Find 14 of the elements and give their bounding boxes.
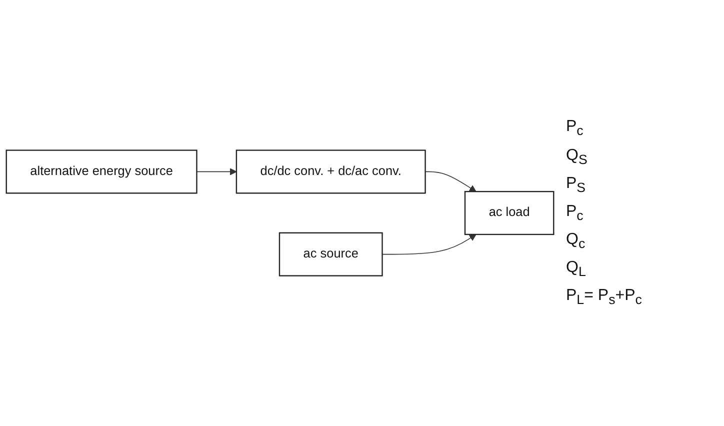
arrow [382,234,476,255]
node-box: alternative energy source [6,150,198,194]
node-box: dc/dc conv. + dc/ac conv. [236,150,426,194]
flow-quantity-label: P$_{S}$ [566,174,587,195]
flow-quantity-label: P$_{c}$ [566,118,584,139]
flow-quantity-label: Q$_{c}$ [566,231,586,252]
arrow [196,168,237,176]
flow-quantity-label: Q$_{L}$ [566,259,587,280]
arrow [424,171,476,192]
flow-quantity-label: P$_{L}$= P$_{s}$+P$_{c}$ [566,287,643,308]
node-box: ac load [464,190,554,236]
node-box: ac source [278,232,383,276]
flow-quantity-label: Q$_{S}$ [566,146,588,167]
flow-quantity-label: P$_{c}$ [566,202,584,224]
